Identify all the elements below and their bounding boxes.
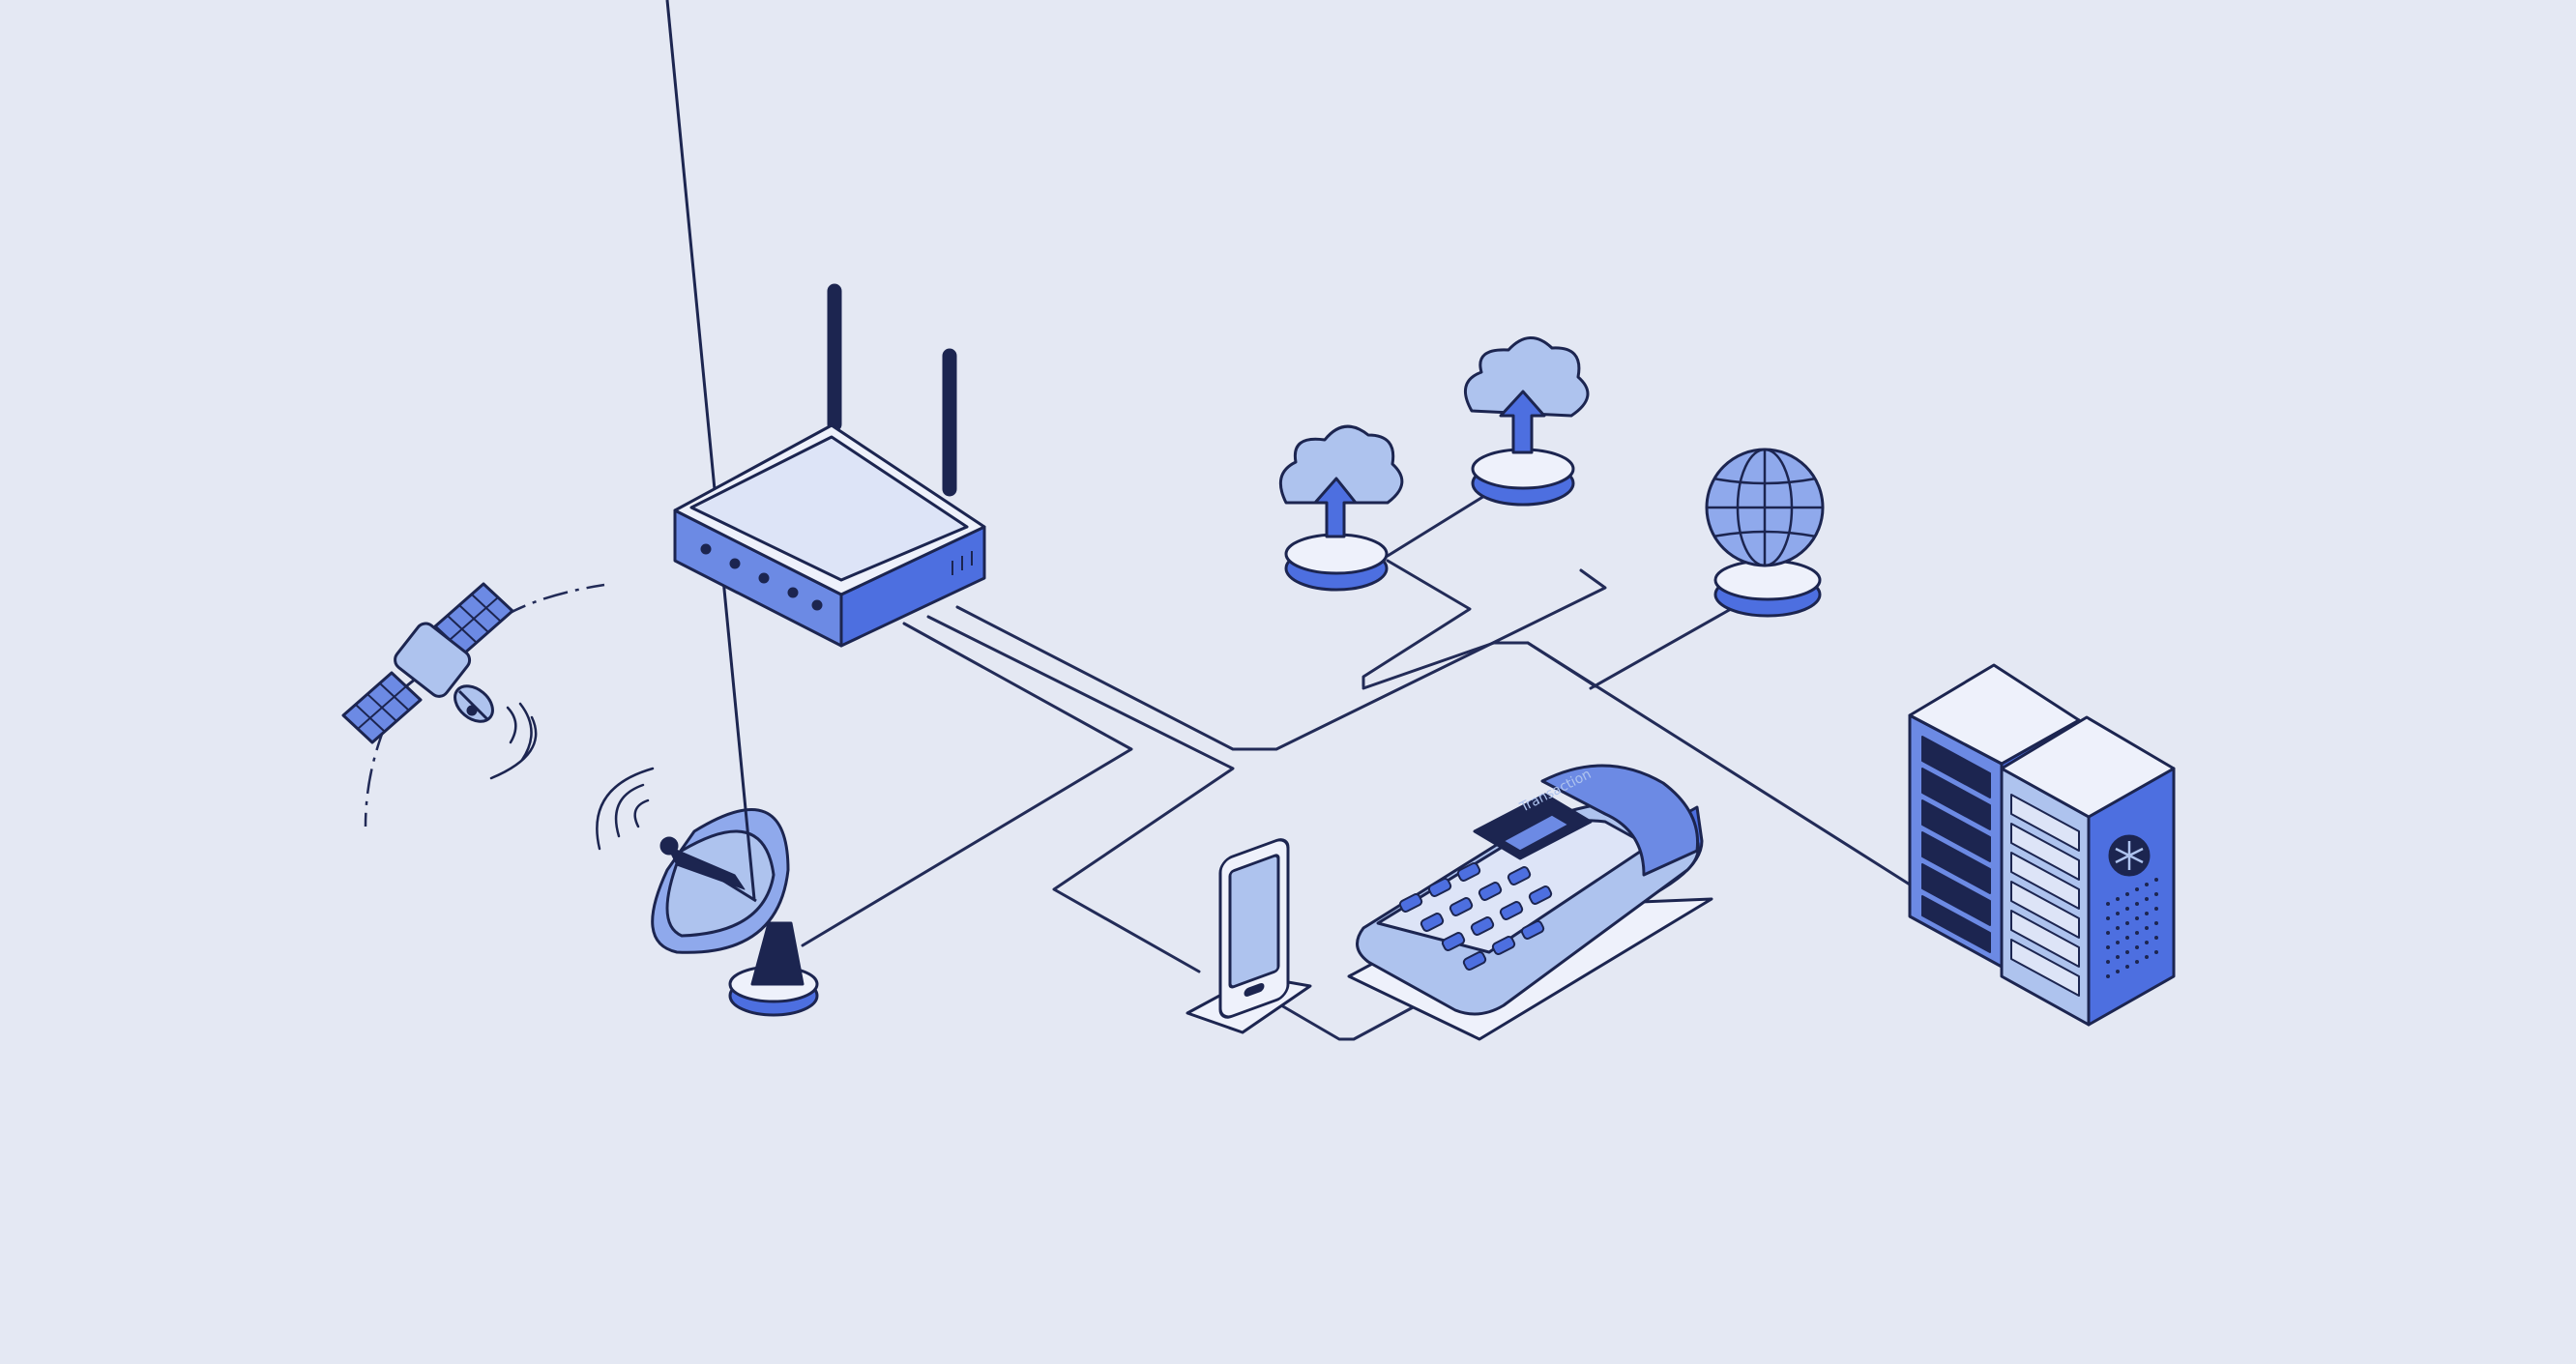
server-right-top [2000,715,2176,819]
router-led-1 [700,543,712,555]
smartphone-icon [1186,838,1312,1034]
satellite-body [394,622,472,698]
globe-icon [1705,448,1825,618]
cloud-right-pedestal-top [1471,448,1575,490]
router-top-panel [689,435,969,582]
pos-screen-inner [1503,814,1569,852]
router-antenna-right [942,348,957,497]
pos-printer [1540,764,1700,877]
line-cloud-right-to-hub [1386,491,1491,558]
router-led-3 [758,572,770,584]
line-hub-to-server [1526,641,1912,886]
line-router-to-phone [926,615,1235,973]
cloud-upload-icon [1278,424,1404,592]
server-left-drive-bays [1921,736,1991,953]
router-led-2 [729,558,741,569]
payment-terminal-icon: Transaction [1347,764,1713,1041]
line-globe-to-hub [1589,607,1733,690]
router-led-5 [811,599,823,611]
cloud-right-arrow [1499,390,1546,454]
router-antenna-left [827,283,842,432]
orbit-arc-top [502,583,605,619]
pos-keypad [1398,862,1553,971]
cloud-right-shape [1463,336,1590,418]
line-router-to-dish [801,622,1133,947]
server-vent-dots [2106,878,2158,978]
cloud-left-arrow [1313,477,1358,538]
server-left-top [1908,663,2081,766]
satellite-signal-waves [489,702,538,780]
cloud-left-pedestal-top [1284,533,1389,575]
cloud-upload-icon [1463,336,1590,507]
satellite-icon [341,582,514,744]
phone-home-button [1244,982,1265,997]
dish-signal-waves [596,767,655,851]
line-phone-to-pos [1279,1003,1419,1041]
router-led-4 [787,587,799,598]
dish-feed [659,836,679,856]
satellite-dish-icon [651,0,819,1017]
server-rack-icon [1908,663,2176,1027]
server-right-slots [2010,794,2080,997]
dish-mount [750,921,805,986]
phone-screen [1228,854,1280,989]
line-router-to-hub [955,568,1607,751]
line-cloud-left-to-hub [1361,559,1472,688]
wifi-router-icon [673,283,986,648]
connection-lines [801,491,1912,1041]
cloud-left-shape [1278,424,1404,505]
